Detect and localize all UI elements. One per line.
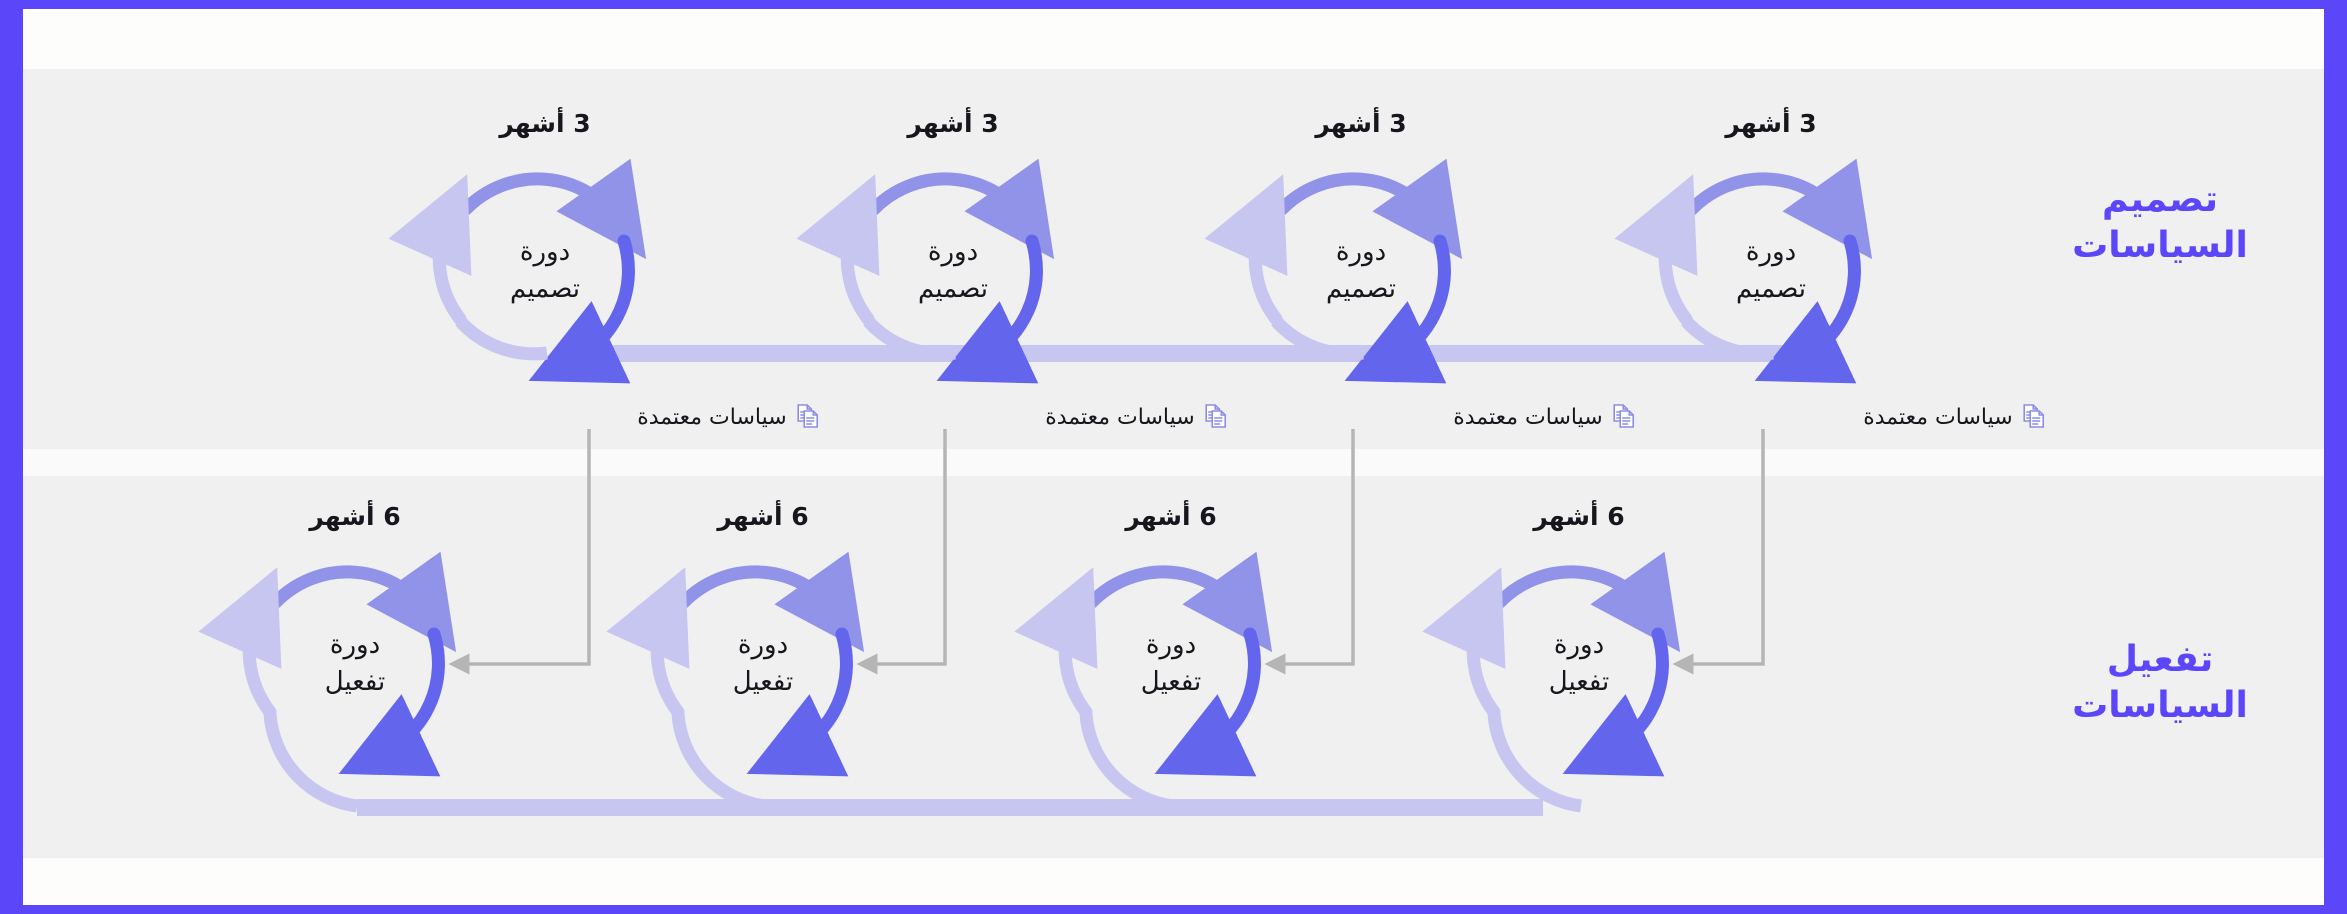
activation-cycle-4[interactable]: 6 أشهر دورة تفعيل — [239, 502, 471, 780]
diagram-canvas: تصميم السياسات تفعيل السياسات 3 أشهر دور… — [23, 9, 2324, 905]
cycle-duration-label: 6 أشهر — [1125, 502, 1217, 531]
cycle-name-label: دورة تفعيل — [324, 630, 386, 697]
approved-policies-output-4[interactable]: سياسات معتمدة — [637, 404, 821, 430]
section-title-line1: تصميم — [2101, 179, 2219, 220]
design-cycle-3[interactable]: 3 أشهر دورة تصميم — [837, 109, 1069, 387]
cycle-name-label: دورة تصميم — [1736, 237, 1806, 304]
approved-policies-label: سياسات معتمدة — [1045, 404, 1195, 430]
cycle-name-label: دورة تصميم — [1326, 237, 1396, 304]
documents-copy-icon — [1204, 404, 1230, 430]
approved-policies-label: سياسات معتمدة — [637, 404, 787, 430]
cycle-name-label: دورة تفعيل — [1140, 630, 1202, 697]
section-title-line1: تفعيل — [2106, 639, 2214, 680]
cycle-name-label: دورة تفعيل — [732, 630, 794, 697]
section-title-line2: السياسات — [2072, 685, 2248, 727]
section-divider-band — [23, 449, 2324, 476]
design-section-band — [23, 69, 2324, 449]
activation-cycle-2[interactable]: 6 أشهر دورة تفعيل — [1055, 502, 1287, 780]
cycle-duration-label: 3 أشهر — [1315, 109, 1407, 138]
cycle-duration-label: 6 أشهر — [717, 502, 809, 531]
section-title-policy-design: تصميم السياسات — [2030, 177, 2290, 269]
section-title-policy-activation: تفعيل السياسات — [2030, 637, 2290, 729]
approved-policies-label: سياسات معتمدة — [1453, 404, 1603, 430]
design-cycle-1[interactable]: 3 أشهر دورة تصميم — [1655, 109, 1887, 387]
approved-policies-output-3[interactable]: سياسات معتمدة — [1045, 404, 1229, 430]
activation-cycle-1[interactable]: 6 أشهر دورة تفعيل — [1463, 502, 1695, 780]
cycle-duration-label: 3 أشهر — [499, 109, 591, 138]
section-title-line2: السياسات — [2072, 225, 2248, 267]
cycle-duration-label: 6 أشهر — [1533, 502, 1625, 531]
documents-copy-icon — [1612, 404, 1638, 430]
cycle-name-label: دورة تفعيل — [1548, 630, 1610, 697]
approved-policies-output-2[interactable]: سياسات معتمدة — [1453, 404, 1637, 430]
cycle-name-label: دورة تصميم — [918, 237, 988, 304]
approved-policies-output-1[interactable]: سياسات معتمدة — [1863, 404, 2047, 430]
approved-policies-label: سياسات معتمدة — [1863, 404, 2013, 430]
cycle-duration-label: 3 أشهر — [1725, 109, 1817, 138]
activation-cycle-3[interactable]: 6 أشهر دورة تفعيل — [647, 502, 879, 780]
cycle-name-label: دورة تصميم — [510, 237, 580, 304]
cycle-duration-label: 3 أشهر — [907, 109, 999, 138]
documents-copy-icon — [796, 404, 822, 430]
documents-copy-icon — [2022, 404, 2048, 430]
cycle-duration-label: 6 أشهر — [309, 502, 401, 531]
design-cycle-4[interactable]: 3 أشهر دورة تصميم — [429, 109, 661, 387]
design-cycle-2[interactable]: 3 أشهر دورة تصميم — [1245, 109, 1477, 387]
